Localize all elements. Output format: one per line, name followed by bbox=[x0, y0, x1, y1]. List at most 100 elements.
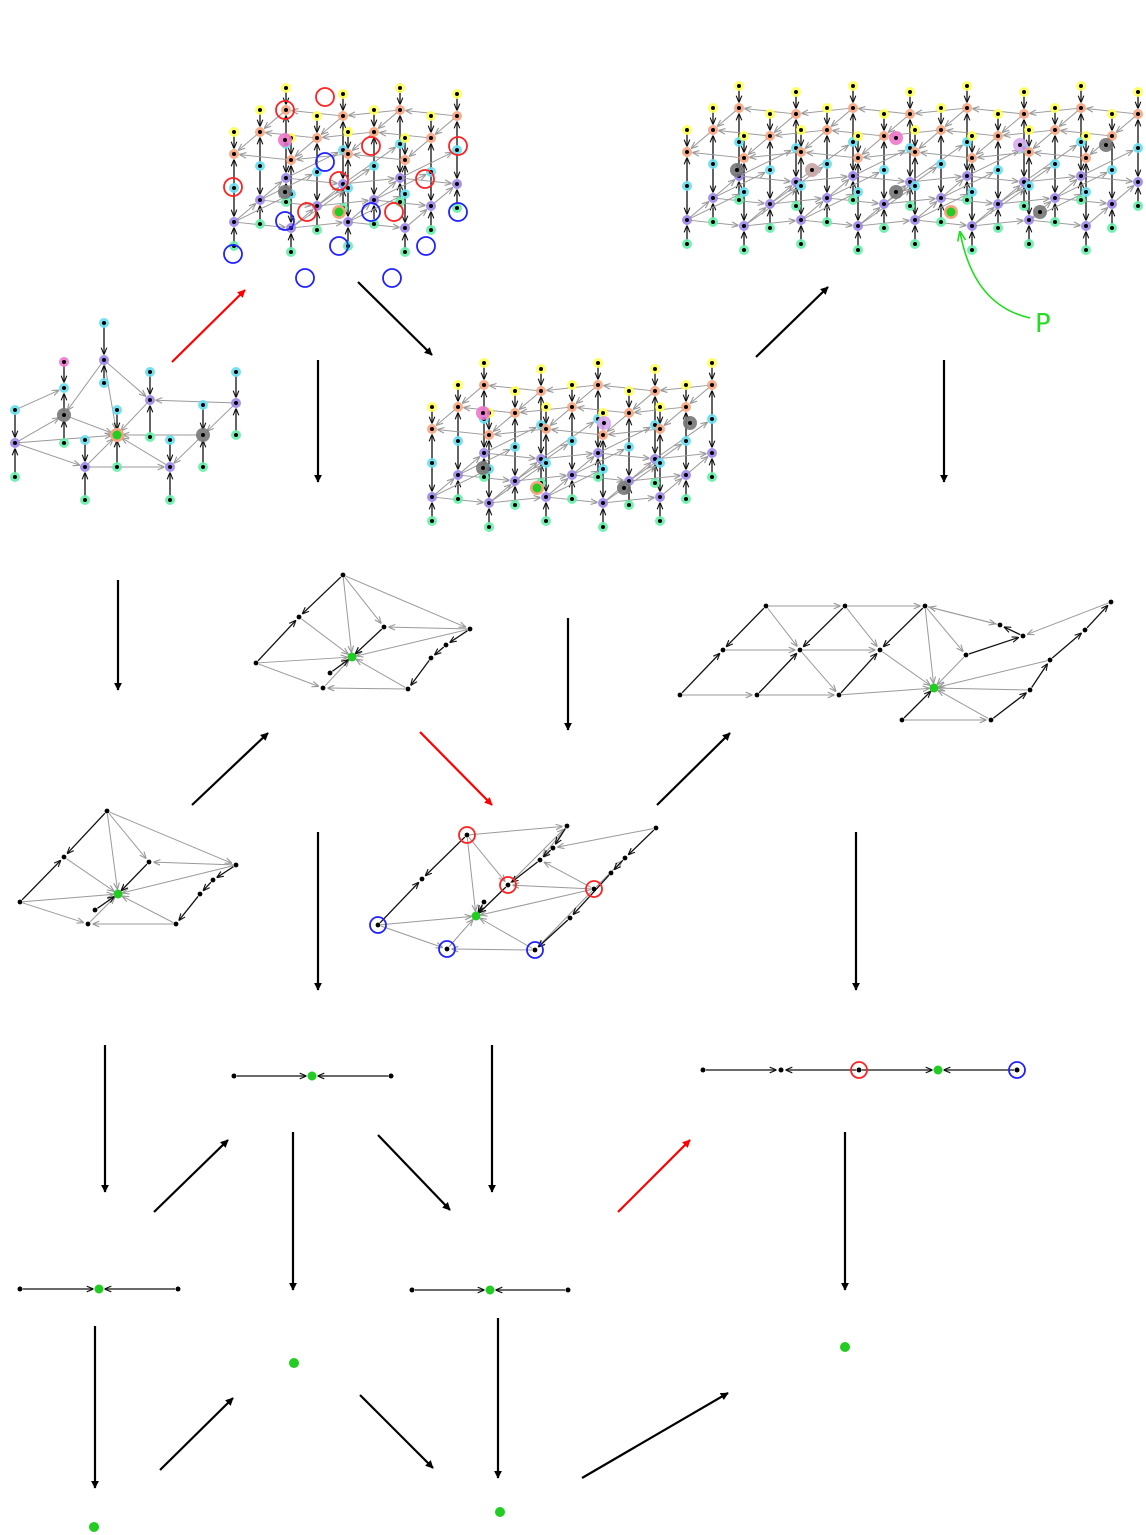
vertex-core bbox=[544, 427, 548, 431]
red-ring bbox=[361, 136, 381, 156]
gray-edge bbox=[495, 428, 544, 434]
gray-edge bbox=[577, 386, 597, 403]
gray-edge bbox=[344, 577, 381, 623]
gray-edge bbox=[410, 139, 430, 156]
transition-arrow bbox=[755, 286, 829, 358]
vertex-core bbox=[768, 168, 772, 172]
vertex-core bbox=[601, 411, 605, 415]
gray-edge bbox=[301, 618, 348, 654]
vertex bbox=[375, 922, 381, 928]
vertex-core bbox=[83, 465, 87, 469]
vertex-core bbox=[430, 461, 434, 465]
vertex bbox=[505, 882, 511, 888]
vertex-core bbox=[825, 220, 829, 224]
vertex-core bbox=[429, 228, 433, 232]
vertex-core bbox=[658, 427, 662, 431]
gray-edge bbox=[265, 111, 285, 128]
vertex-core bbox=[825, 196, 829, 200]
vertex-core bbox=[851, 174, 855, 178]
gray-edge bbox=[154, 862, 234, 865]
dark-edge bbox=[556, 828, 566, 844]
vertex-core bbox=[341, 114, 345, 118]
gray-edge bbox=[771, 186, 791, 203]
vertex-core bbox=[939, 128, 943, 132]
blue-ring bbox=[329, 236, 349, 256]
gray-edge bbox=[207, 404, 235, 431]
vertex bbox=[532, 947, 538, 953]
vertex-core bbox=[13, 475, 17, 479]
vertex-core bbox=[742, 190, 746, 194]
gray-edge bbox=[342, 577, 351, 652]
vertex-core bbox=[711, 106, 715, 110]
dark-edge bbox=[121, 863, 148, 890]
vertex-core bbox=[1027, 128, 1031, 132]
gray-edge bbox=[548, 472, 598, 497]
vertex-core bbox=[346, 186, 350, 190]
dark-edge bbox=[411, 660, 430, 685]
vertex bbox=[388, 1073, 394, 1079]
vertex-core bbox=[430, 405, 434, 409]
vertex-core bbox=[710, 451, 714, 455]
colored-graph-wide bbox=[682, 81, 1143, 255]
gray-edge bbox=[926, 607, 963, 651]
vertex-core bbox=[939, 220, 943, 224]
dark-edge bbox=[681, 654, 719, 694]
vertex bbox=[175, 1286, 181, 1292]
vertex-core bbox=[201, 465, 205, 469]
gray-edge bbox=[104, 362, 116, 429]
vertex-core bbox=[799, 184, 803, 188]
gray-edge bbox=[1035, 153, 1084, 159]
gray-edge bbox=[432, 188, 452, 205]
vertex bbox=[419, 876, 425, 882]
gray-edge bbox=[691, 386, 711, 403]
line-graph-a bbox=[231, 1071, 394, 1081]
vertex-core bbox=[513, 389, 517, 393]
vertex bbox=[591, 886, 597, 892]
vertex-core bbox=[768, 226, 772, 230]
red-ring bbox=[297, 202, 317, 222]
vertex-core bbox=[372, 222, 376, 226]
vertex-core bbox=[232, 130, 236, 134]
vertex-core bbox=[201, 403, 205, 407]
vertex-core bbox=[658, 461, 662, 465]
vertex-core bbox=[1110, 134, 1114, 138]
vertex-core bbox=[882, 112, 886, 116]
dark-edge bbox=[21, 861, 60, 901]
dark-edge bbox=[539, 919, 569, 947]
gray-edge bbox=[288, 177, 337, 183]
red-transition-arrow bbox=[171, 289, 246, 363]
gray-edge bbox=[661, 479, 681, 496]
vertex-core bbox=[232, 152, 236, 156]
gray-edge bbox=[942, 180, 962, 197]
vertex-core bbox=[372, 108, 376, 112]
vertex-core bbox=[939, 162, 943, 166]
vertex-core bbox=[102, 358, 106, 362]
dark-edge bbox=[179, 895, 199, 920]
marked-vertex bbox=[289, 1358, 299, 1368]
gray-edge bbox=[1083, 151, 1133, 176]
vertex bbox=[253, 660, 259, 666]
red-ring bbox=[384, 202, 404, 222]
vertex-core bbox=[913, 128, 917, 132]
plane-graph-small bbox=[17, 808, 239, 927]
line-graph-rings bbox=[700, 1061, 1026, 1079]
vertex-core bbox=[1136, 90, 1140, 94]
vertex-core bbox=[234, 370, 238, 374]
vertex-core bbox=[711, 196, 715, 200]
gray-edge bbox=[855, 175, 904, 181]
transition-arrow bbox=[357, 281, 433, 356]
vertex-core bbox=[513, 503, 517, 507]
vertex-core bbox=[882, 202, 886, 206]
vertex-core bbox=[1136, 146, 1140, 150]
gray-edge bbox=[328, 688, 406, 689]
gray-edge bbox=[1056, 180, 1076, 197]
vertex-core bbox=[341, 92, 345, 96]
vertex-core bbox=[768, 134, 772, 138]
marked-vertex bbox=[113, 889, 123, 899]
vertex-core bbox=[544, 519, 548, 523]
vertex-core bbox=[544, 461, 548, 465]
vertex-core bbox=[627, 389, 631, 393]
vertex-core bbox=[482, 383, 486, 387]
transition-arrow bbox=[656, 732, 731, 806]
vertex-core bbox=[482, 475, 486, 479]
